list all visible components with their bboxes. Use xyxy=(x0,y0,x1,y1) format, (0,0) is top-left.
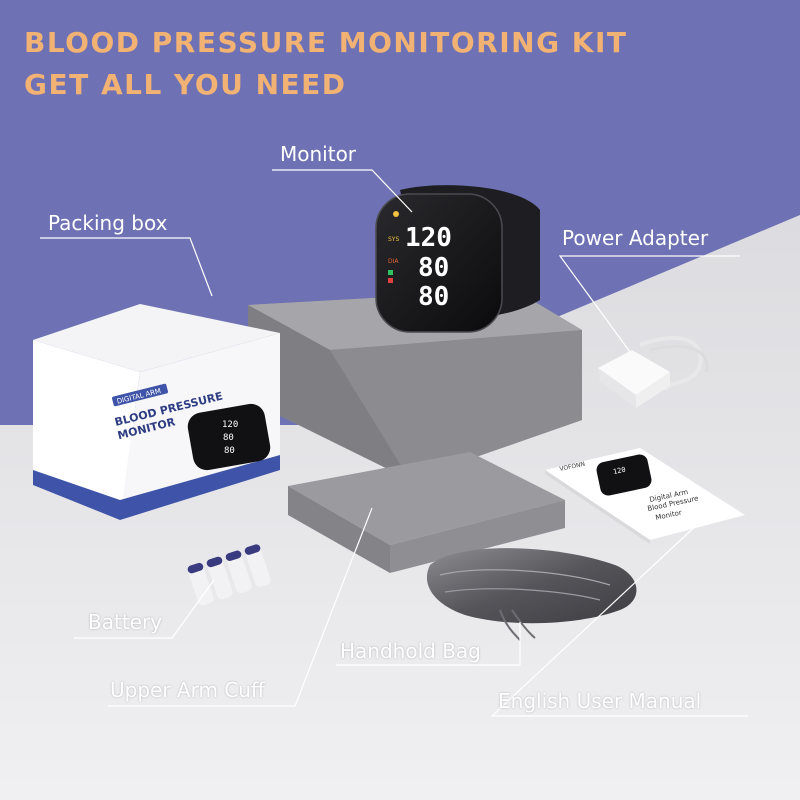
svg-text:120: 120 xyxy=(612,466,626,476)
svg-text:120: 120 xyxy=(222,420,238,430)
power-adapter xyxy=(598,335,709,408)
upper-arm-cuff-label: Upper Arm Cuff xyxy=(110,678,265,702)
svg-text:SYS: SYS xyxy=(388,236,399,243)
upper-arm-cuff-leader xyxy=(108,507,373,707)
upper-arm-cuff xyxy=(288,452,565,573)
handhold-bag-leader xyxy=(336,622,521,666)
box-badge xyxy=(112,383,168,407)
packing-box: DIGITAL ARM BLOOD PRESSURE MONITOR 120 8… xyxy=(33,304,280,520)
battery-label: Battery xyxy=(88,610,163,634)
monitor-leader xyxy=(272,169,413,213)
monitor: SYS DIA 120 80 80 xyxy=(375,185,540,333)
callout-lines xyxy=(40,169,748,717)
svg-text:80: 80 xyxy=(223,433,234,443)
display-dia: 80 xyxy=(418,253,449,283)
box-monitor-image: 120 80 80 xyxy=(187,403,271,471)
power-adapter-leader xyxy=(558,255,740,353)
user-manual-label: English User Manual xyxy=(498,689,702,713)
svg-text:80: 80 xyxy=(224,446,235,456)
handhold-bag-label: Handhold Bag xyxy=(340,639,481,663)
user-manual: VOFONN 120 Digital Arm Blood Pressure Mo… xyxy=(545,448,745,544)
monitor-label: Monitor xyxy=(280,142,357,166)
batteries xyxy=(187,544,271,606)
headline-line1: BLOOD PRESSURE MONITORING KIT xyxy=(24,26,628,59)
handhold-bag xyxy=(426,548,637,641)
display-sys: 120 xyxy=(405,223,452,253)
svg-text:DIA: DIA xyxy=(388,258,399,265)
battery-leader xyxy=(74,579,215,639)
power-adapter-label: Power Adapter xyxy=(562,226,709,250)
packing-box-leader xyxy=(40,237,213,297)
display-pulse: 80 xyxy=(418,282,449,312)
headline-line2: GET ALL YOU NEED xyxy=(24,68,347,101)
user-manual-leader xyxy=(490,521,748,717)
packing-box-label: Packing box xyxy=(48,211,168,235)
